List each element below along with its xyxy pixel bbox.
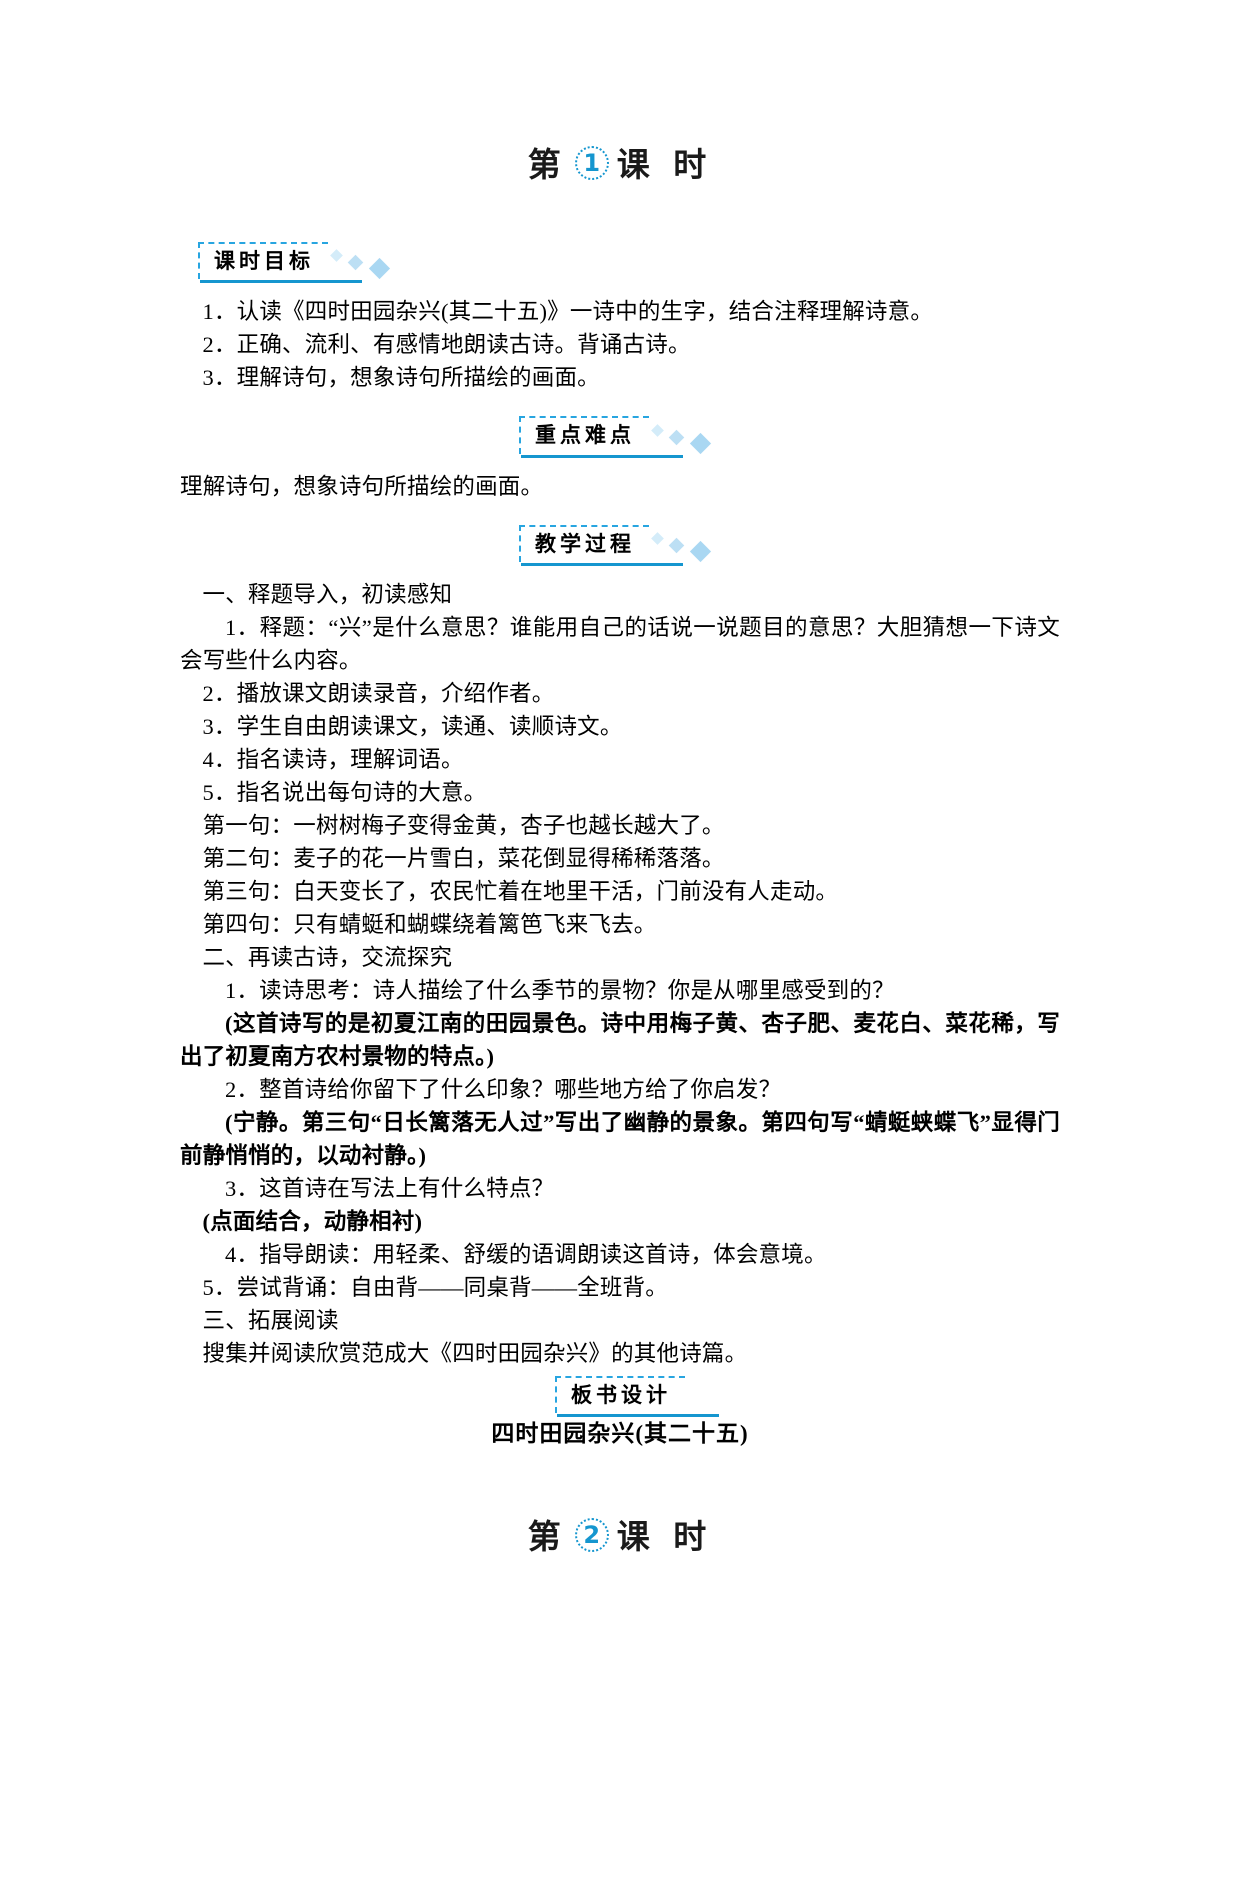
objective-item: 2．正确、流利、有感情地朗读古诗。背诵古诗。 — [202, 332, 691, 358]
process-step: 3．学生自由朗读课文，读通、读顺诗文。 — [202, 714, 623, 740]
process-answer: (这首诗写的是初夏江南的田园景色。诗中用梅子黄、杏子肥、麦花白、菜花稀，写出了初… — [180, 1011, 1060, 1070]
period-prefix-2: 第 — [527, 1517, 567, 1557]
period-suffix-2: 课 时 — [616, 1517, 713, 1557]
board-design-poem-title: 四时田园杂兴(其二十五) — [491, 1421, 749, 1447]
section-header-board-design: 板书设计 — [180, 1376, 1060, 1418]
diamond-decoration-icon — [328, 245, 400, 280]
section-header-objectives: 课时目标 — [180, 242, 1060, 284]
diamond-decoration-icon — [649, 528, 721, 563]
process-part-title: 三、拓展阅读 — [202, 1308, 339, 1334]
period-prefix-1: 第 — [527, 145, 567, 184]
process-step: 4．指导朗读：用轻柔、舒缓的语调朗读这首诗，体会意境。 — [225, 1242, 827, 1268]
section-label-key-points: 重点难点 — [519, 416, 683, 459]
section-label-objectives: 课时目标 — [198, 242, 362, 284]
poem-sentence: 第四句：只有蜻蜓和蝴蝶绕着篱笆飞来飞去。 — [202, 912, 657, 938]
process-step: 5．指名说出每句诗的大意。 — [202, 780, 487, 806]
objective-item: 3．理解诗句，想象诗句所描绘的画面。 — [202, 365, 600, 391]
poem-sentence: 第一句：一树树梅子变得金黄，杏子也越长越大了。 — [202, 813, 725, 839]
lesson-period-heading-2: 第 2 课 时 — [180, 1510, 1060, 1558]
objectives-list: 1．认读《四时田园杂兴(其二十五)》一诗中的生字，结合注释理解诗意。 2．正确、… — [180, 295, 1060, 394]
process-step: 1．释题：“兴”是什么意思？谁能用自己的话说一说题目的意思？大胆猜想一下诗文会写… — [180, 615, 1060, 674]
process-step: 4．指名读诗，理解词语。 — [202, 747, 464, 773]
poem-sentence: 第二句：麦子的花一片雪白，菜花倒显得稀稀落落。 — [202, 846, 725, 872]
process-body: 一、释题导入，初读感知 1．释题：“兴”是什么意思？谁能用自己的话说一说题目的意… — [180, 578, 1060, 1370]
process-part-title: 二、再读古诗，交流探究 — [202, 945, 453, 971]
process-part-title: 一、释题导入，初读感知 — [202, 582, 453, 608]
process-question: 2．整首诗给你留下了什么印象？哪些地方给了你启发？ — [225, 1077, 782, 1103]
section-header-process: 教学过程 — [180, 524, 1060, 567]
diamond-decoration-icon — [649, 420, 721, 454]
section-label-board-design: 板书设计 — [555, 1376, 719, 1418]
process-answer: (宁静。第三句“日长篱落无人过”写出了幽静的景象。第四句写“蜻蜓蛱蝶飞”显得门前… — [180, 1110, 1060, 1169]
section-label-process: 教学过程 — [519, 524, 683, 567]
objective-item: 1．认读《四时田园杂兴(其二十五)》一诗中的生字，结合注释理解诗意。 — [202, 299, 934, 325]
process-step: 2．播放课文朗读录音，介绍作者。 — [202, 681, 555, 707]
key-points-text: 理解诗句，想象诗句所描绘的画面。 — [180, 473, 544, 499]
period-suffix-1: 课 时 — [616, 145, 713, 184]
process-question: 3．这首诗在写法上有什么特点？ — [225, 1176, 555, 1202]
key-points-body: 理解诗句，想象诗句所描绘的画面。 — [180, 470, 1060, 503]
section-header-key-points: 重点难点 — [180, 416, 1060, 459]
document-page: 第 1 课 时 课时目标 1．认读《四时田园杂兴(其二十五)》一诗中的生字，结合… — [0, 138, 1240, 1892]
process-answer: (点面结合，动静相衬) — [202, 1209, 423, 1235]
process-step: 搜集并阅读欣赏范成大《四时田园杂兴》的其他诗篇。 — [202, 1341, 748, 1367]
process-question: 1．读诗思考：诗人描绘了什么季节的景物？你是从哪里感受到的？ — [225, 978, 895, 1004]
poem-sentence: 第三句：白天变长了，农民忙着在地里干活，门前没有人走动。 — [202, 879, 839, 905]
process-step: 5．尝试背诵：自由背——同桌背——全班背。 — [202, 1275, 668, 1301]
period-number-badge-2: 2 — [574, 1518, 609, 1553]
lesson-period-heading-1: 第 1 课 时 — [180, 138, 1060, 186]
period-number-badge-1: 1 — [574, 146, 609, 180]
